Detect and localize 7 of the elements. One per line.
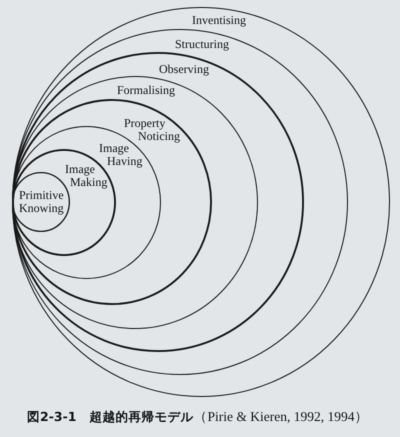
stage-label: Property Noticing: [124, 117, 180, 144]
stage-label: Observing: [159, 63, 209, 76]
stage-label: Structuring: [175, 38, 229, 52]
stage-label: Inventising: [192, 14, 246, 28]
stage-label: Formalising: [117, 84, 176, 98]
stage-label: Primitive Knowing: [19, 189, 64, 216]
caption: 図2-3-1 超越的再帰モデル（Pirie & Kieren, 1992, 1994）: [27, 408, 368, 426]
